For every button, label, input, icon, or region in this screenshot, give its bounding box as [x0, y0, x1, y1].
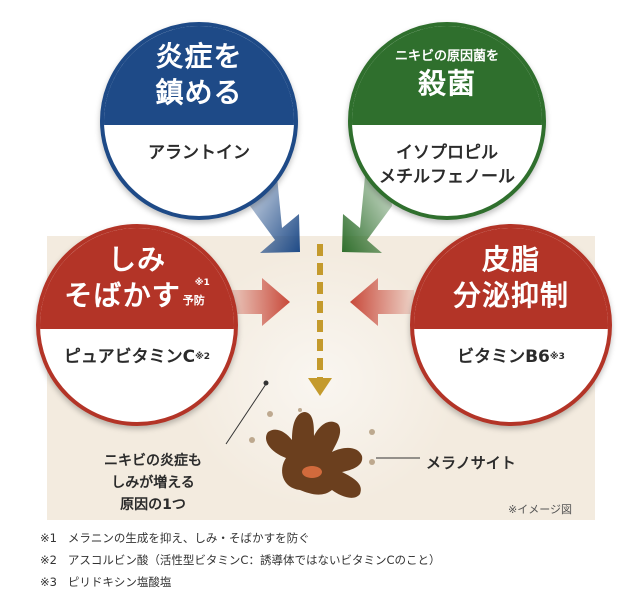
spots-circle: しみ そばかす予防 ※1 ピュアビタミンC※2	[36, 224, 238, 426]
inflammation-circle: 炎症を 鎮める アラントイン	[100, 22, 298, 220]
sebum-ingredient-name: ビタミンB6	[457, 346, 550, 367]
sebum-title-line2: 分泌抑制	[452, 279, 569, 313]
cause-leader-line	[225, 383, 267, 445]
cause-leader-dot	[263, 380, 269, 386]
footnote-2-text: アスコルビン酸（活性型ビタミンC：誘導体ではないビタミンCのこと）	[67, 553, 441, 567]
inflammation-ingredient-name: アラントイン	[148, 142, 250, 163]
footnote-3: ※3 ピリドキシン塩酸塩	[40, 574, 171, 590]
spots-title: しみ そばかす予防 ※1	[40, 228, 234, 329]
spots-ingredient-name: ピュアビタミンC	[63, 346, 196, 367]
inflammation-title-line2: 鎮める	[155, 76, 243, 110]
dashed-arrow-head	[308, 378, 332, 396]
inflammation-title-line1: 炎症を	[155, 40, 243, 74]
footnote-1-text: メラニンの生成を抑え、しみ・そばかすを防ぐ	[67, 531, 310, 545]
spots-title-line1: しみ	[107, 243, 166, 277]
inflammation-title: 炎症を 鎮める	[104, 26, 294, 125]
cause-text-line2: しみが増える	[111, 475, 195, 491]
sterilize-title-line1: ニキビの原因菌を	[394, 49, 499, 65]
spots-ingredient: ピュアビタミンC※2	[40, 329, 234, 422]
sterilize-ingredient-line2: メチルフェノール	[379, 166, 515, 187]
sterilize-title-line2: 殺菌	[417, 67, 476, 101]
spots-title-line2: そばかす	[64, 279, 181, 313]
footnote-3-mark: ※3	[40, 575, 57, 589]
spots-prevention-label: 予防	[182, 294, 205, 308]
sterilize-title: ニキビの原因菌を 殺菌	[352, 26, 542, 125]
inflammation-ingredient: アラントイン	[104, 125, 294, 216]
cause-text: ニキビの炎症も しみが増える 原因の1つ	[78, 450, 228, 516]
spots-note-mark: ※1	[194, 278, 210, 289]
arrow-red-left	[226, 278, 290, 326]
footnote-2: ※2 アスコルビン酸（活性型ビタミンC：誘導体ではないビタミンCのこと）	[40, 552, 440, 568]
sebum-title: 皮脂 分泌抑制	[414, 228, 608, 329]
melanocyte	[249, 408, 375, 498]
sterilize-ingredient: イソプロピル メチルフェノール	[352, 125, 542, 216]
melanocyte-label: メラノサイト	[426, 454, 516, 472]
sebum-circle: 皮脂 分泌抑制 ビタミンB6※3	[410, 224, 612, 426]
cause-text-line3: 原因の1つ	[120, 497, 186, 513]
sebum-ingredient-note: ※3	[549, 351, 565, 362]
sebum-ingredient: ビタミンB6※3	[414, 329, 608, 422]
sterilize-circle: ニキビの原因菌を 殺菌 イソプロピル メチルフェノール	[348, 22, 546, 220]
image-note: ※イメージ図	[508, 503, 572, 516]
cause-text-line1: ニキビの炎症も	[104, 453, 202, 469]
footnote-1: ※1 メラニンの生成を抑え、しみ・そばかすを防ぐ	[40, 530, 310, 546]
footnote-1-mark: ※1	[40, 531, 57, 545]
spots-ingredient-note: ※2	[195, 351, 211, 362]
arrow-red-right	[350, 278, 414, 326]
sebum-title-line1: 皮脂	[481, 243, 540, 277]
sterilize-ingredient-line1: イソプロピル	[396, 142, 498, 163]
footnote-3-text: ピリドキシン塩酸塩	[67, 575, 172, 589]
footnote-2-mark: ※2	[40, 553, 57, 567]
